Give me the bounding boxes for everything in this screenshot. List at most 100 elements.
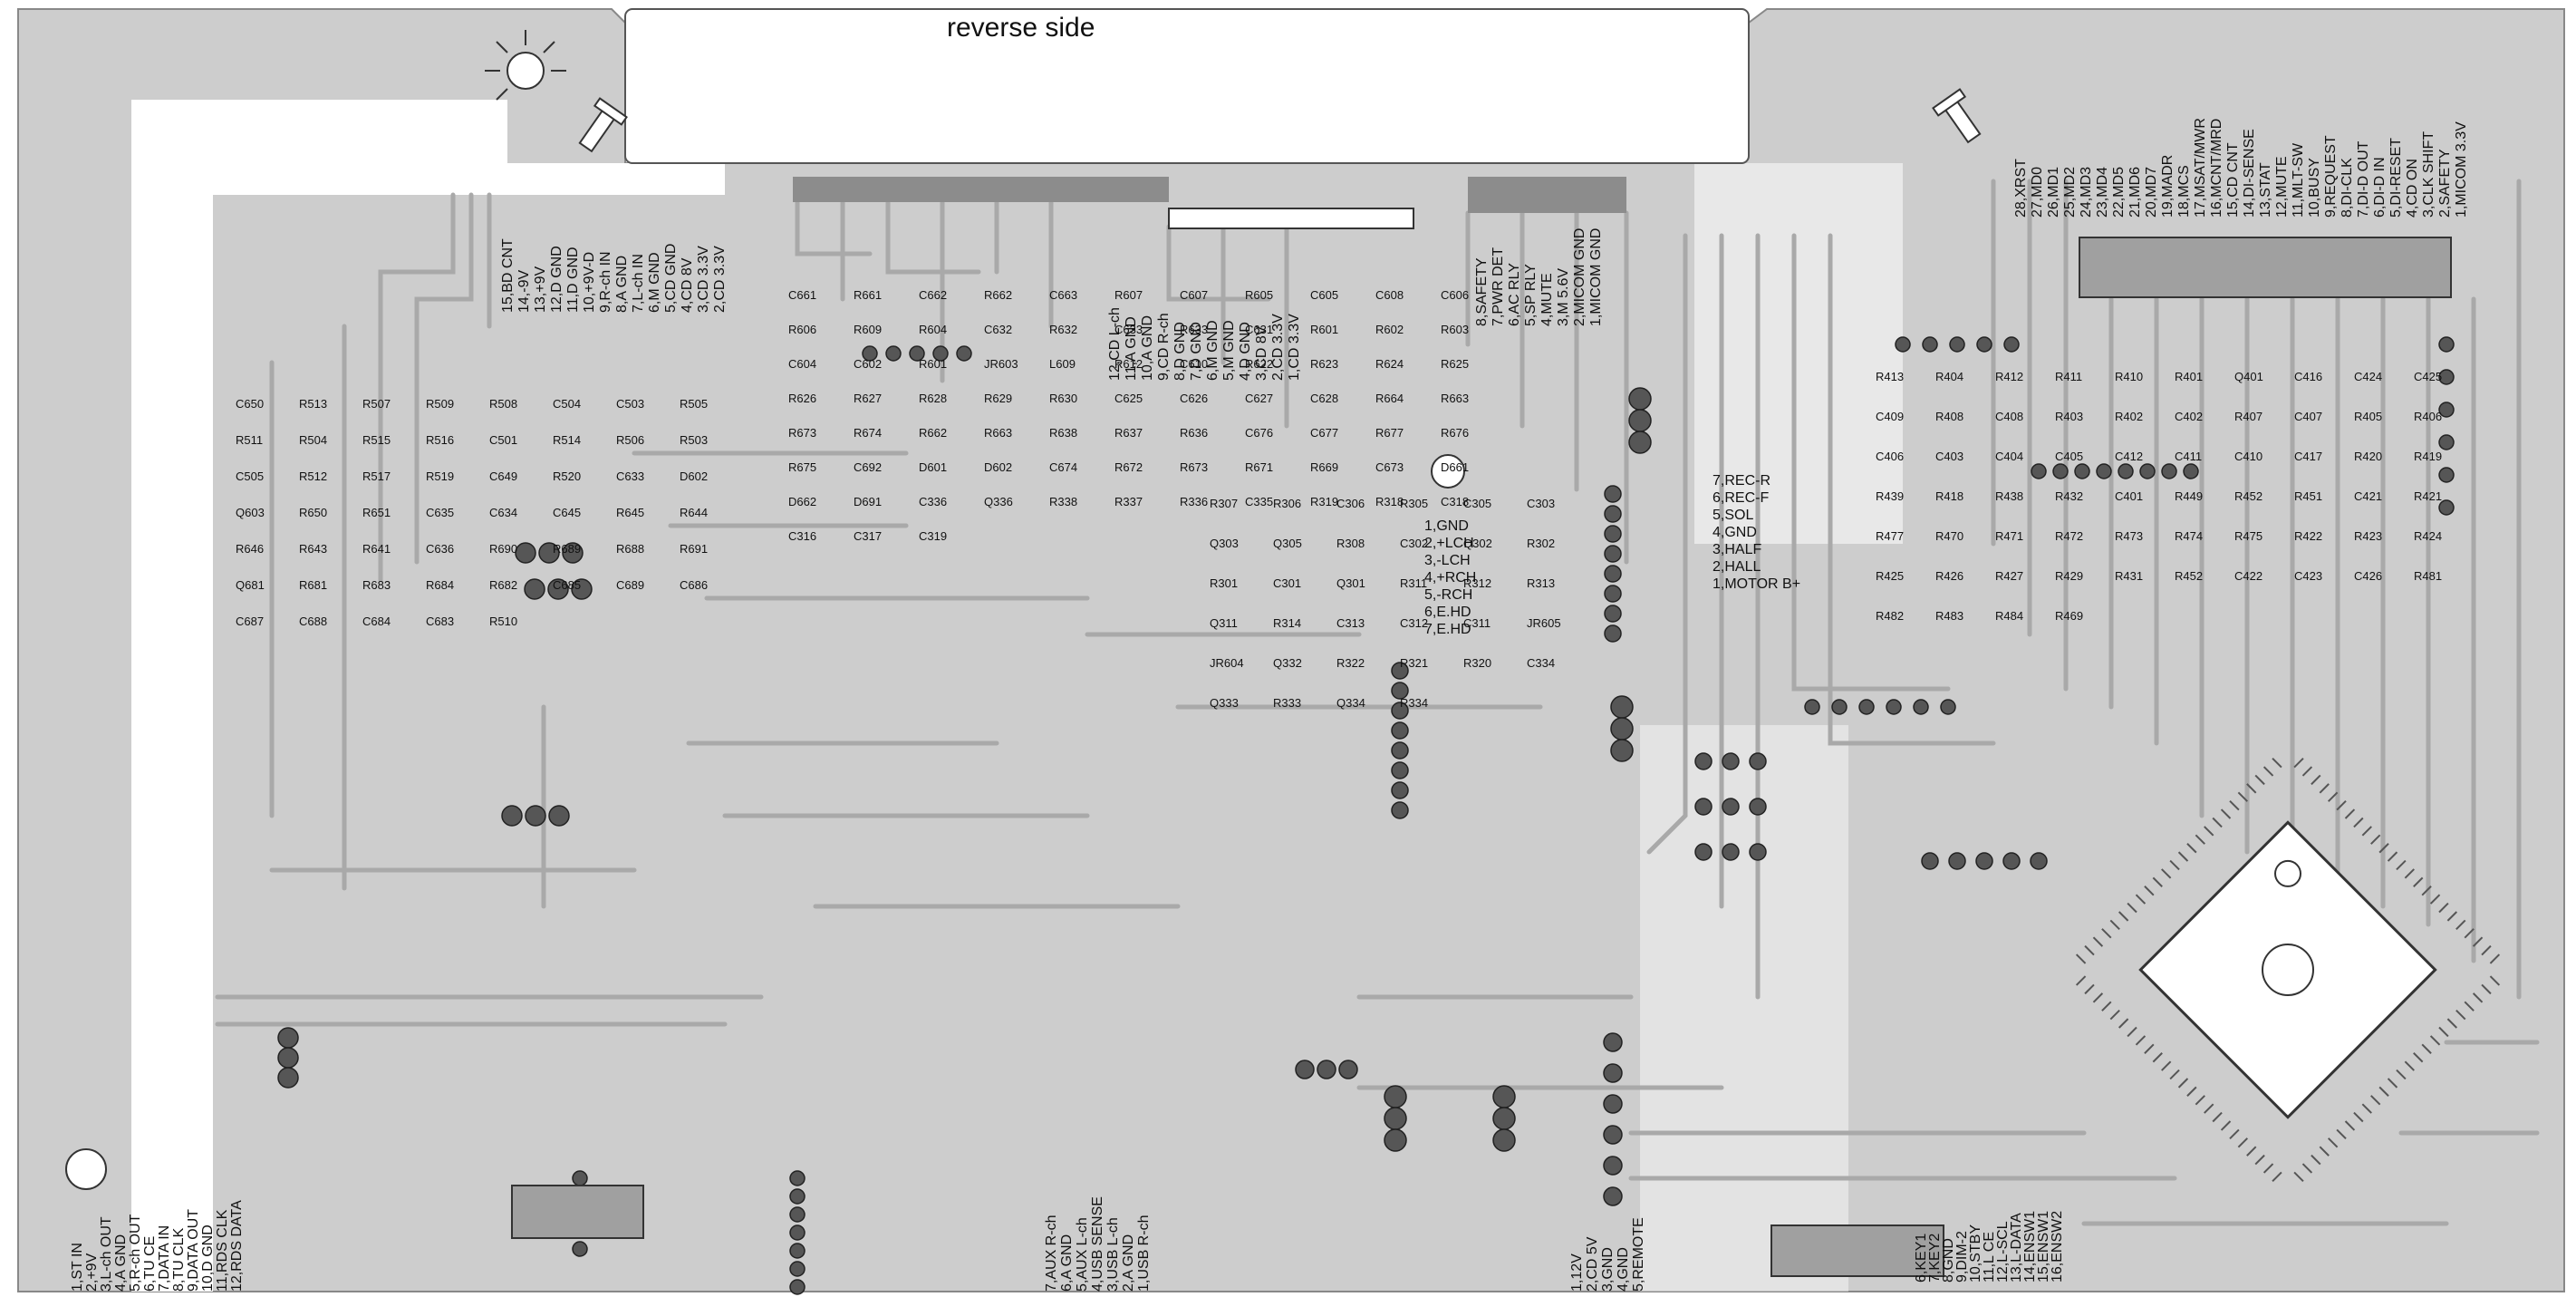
pad bbox=[1975, 852, 1993, 870]
component-label: R311 bbox=[1400, 576, 1427, 590]
connector-pin-label: 14,DI-SENSE bbox=[2242, 129, 2257, 218]
component-label: R411 bbox=[2055, 370, 2082, 383]
connector-pin-label: 8,TU CLK bbox=[171, 1227, 187, 1292]
component-label: R404 bbox=[1935, 370, 1963, 383]
ic-pin bbox=[2272, 757, 2282, 769]
component-label: C504 bbox=[553, 397, 581, 411]
component-label: R484 bbox=[1995, 609, 2023, 623]
pad bbox=[1391, 682, 1409, 700]
ic-pin bbox=[2301, 766, 2313, 777]
component-label: C626 bbox=[1180, 392, 1208, 405]
ic-pin bbox=[2109, 1009, 2120, 1021]
component-label: C311 bbox=[1463, 616, 1491, 630]
component-label: C625 bbox=[1114, 392, 1143, 405]
connector-pin-label: 4,D GND bbox=[1238, 322, 1253, 381]
component-label: R672 bbox=[1114, 460, 1143, 474]
connector-pin-label: 10,BUSY bbox=[2307, 158, 2322, 218]
ic-pin bbox=[2109, 919, 2120, 931]
component-label: C425 bbox=[2414, 370, 2442, 383]
pad bbox=[277, 1047, 299, 1069]
component-label: R301 bbox=[1210, 576, 1238, 590]
pad bbox=[2438, 402, 2455, 418]
connector-pin-label: 9,CD R-ch bbox=[1156, 313, 1172, 381]
ic-pin bbox=[2327, 791, 2339, 802]
pad bbox=[1604, 565, 1622, 583]
trace bbox=[1646, 233, 1688, 855]
component-label: R674 bbox=[854, 426, 882, 440]
connector-pin-label: 19,MADR bbox=[2160, 155, 2176, 218]
component-label: R472 bbox=[2055, 529, 2083, 543]
component-label: R602 bbox=[1375, 323, 1404, 336]
connector-pin-label: 7,KEY2 bbox=[1927, 1234, 1943, 1282]
component-label: R641 bbox=[362, 542, 391, 556]
pad bbox=[572, 1170, 588, 1186]
connector-pin-label: 24,MD3 bbox=[2079, 167, 2094, 218]
connector-pin-label: 8,SAFETY bbox=[1474, 257, 1490, 326]
connector-pin-label: 7,DI-D OUT bbox=[2356, 140, 2371, 218]
pad bbox=[1604, 505, 1622, 523]
component-label: R319 bbox=[1310, 495, 1338, 508]
component-label: R515 bbox=[362, 433, 391, 447]
connector-pin-label: 6,TU CE bbox=[142, 1236, 158, 1292]
pad bbox=[1922, 336, 1938, 353]
pad bbox=[572, 1241, 588, 1257]
component-label: R622 bbox=[1245, 357, 1273, 371]
component-label: R408 bbox=[1935, 410, 1963, 423]
connector-pin-label: 3,L-ch OUT bbox=[99, 1216, 114, 1292]
ic-pin bbox=[2336, 1128, 2347, 1140]
component-label: R475 bbox=[2234, 529, 2262, 543]
ic-pin bbox=[2246, 1146, 2257, 1157]
component-label: D662 bbox=[788, 495, 816, 508]
component-label: C422 bbox=[2234, 569, 2262, 583]
component-label: C610 bbox=[1180, 357, 1208, 371]
component-label: R663 bbox=[1441, 392, 1469, 405]
pad bbox=[789, 1170, 806, 1186]
ic-pin bbox=[2186, 843, 2197, 854]
ic-pin bbox=[2429, 1035, 2441, 1046]
connector-pin-label: 3,-LCH bbox=[1424, 553, 1471, 568]
connector-pin-label: 7,REC-R bbox=[1713, 473, 1770, 489]
ic-pin bbox=[2481, 944, 2492, 956]
ic-pin bbox=[2220, 808, 2232, 819]
board-title: reverse side bbox=[947, 13, 1095, 43]
component-label: R336 bbox=[1180, 495, 1208, 508]
component-label: Q334 bbox=[1336, 696, 1365, 710]
connector-micom-top bbox=[2079, 237, 2452, 298]
pad bbox=[1976, 336, 1992, 353]
connector-pin-label: 11,A GND bbox=[1124, 316, 1139, 381]
connector-pin-label: 6,REC-F bbox=[1713, 490, 1769, 506]
component-label: R689 bbox=[553, 542, 581, 556]
component-label: C605 bbox=[1310, 288, 1338, 302]
component-label: C417 bbox=[2294, 450, 2322, 463]
connector-pin-label: 22,MD5 bbox=[2111, 167, 2127, 218]
connector-pin-label: 2,+LCH bbox=[1424, 536, 1474, 551]
pad bbox=[1886, 699, 1902, 715]
pad bbox=[1604, 624, 1622, 643]
ic-pin bbox=[2311, 774, 2321, 786]
component-label: Q603 bbox=[236, 506, 265, 519]
component-label: C403 bbox=[1935, 450, 1963, 463]
component-label: R305 bbox=[1400, 497, 1428, 510]
connector-pin-label: 4,GND bbox=[1616, 1247, 1631, 1292]
component-label: C645 bbox=[553, 506, 581, 519]
connector-pin-label: 7,L-ch IN bbox=[631, 254, 646, 313]
pad bbox=[1858, 699, 1875, 715]
connector-pin-label: 9,R-ch IN bbox=[598, 251, 613, 313]
ic-pin bbox=[2118, 911, 2129, 922]
ic-pin bbox=[2092, 992, 2104, 1003]
component-label: R671 bbox=[1245, 460, 1273, 474]
connector-pin-label: 2,HALL bbox=[1713, 559, 1761, 575]
pad bbox=[1603, 1094, 1623, 1114]
component-label: R510 bbox=[489, 615, 517, 628]
component-label: Q401 bbox=[2234, 370, 2263, 383]
ic-pin bbox=[2177, 1078, 2189, 1089]
connector-pin-label: 5,-RCH bbox=[1424, 587, 1472, 603]
component-label: D601 bbox=[919, 460, 947, 474]
component-label: C411 bbox=[2175, 450, 2202, 463]
connector-pin-label: 7,PWR DET bbox=[1491, 247, 1506, 326]
component-label: R334 bbox=[1400, 696, 1428, 710]
component-label: R403 bbox=[2055, 410, 2083, 423]
component-label: R426 bbox=[1935, 569, 1963, 583]
